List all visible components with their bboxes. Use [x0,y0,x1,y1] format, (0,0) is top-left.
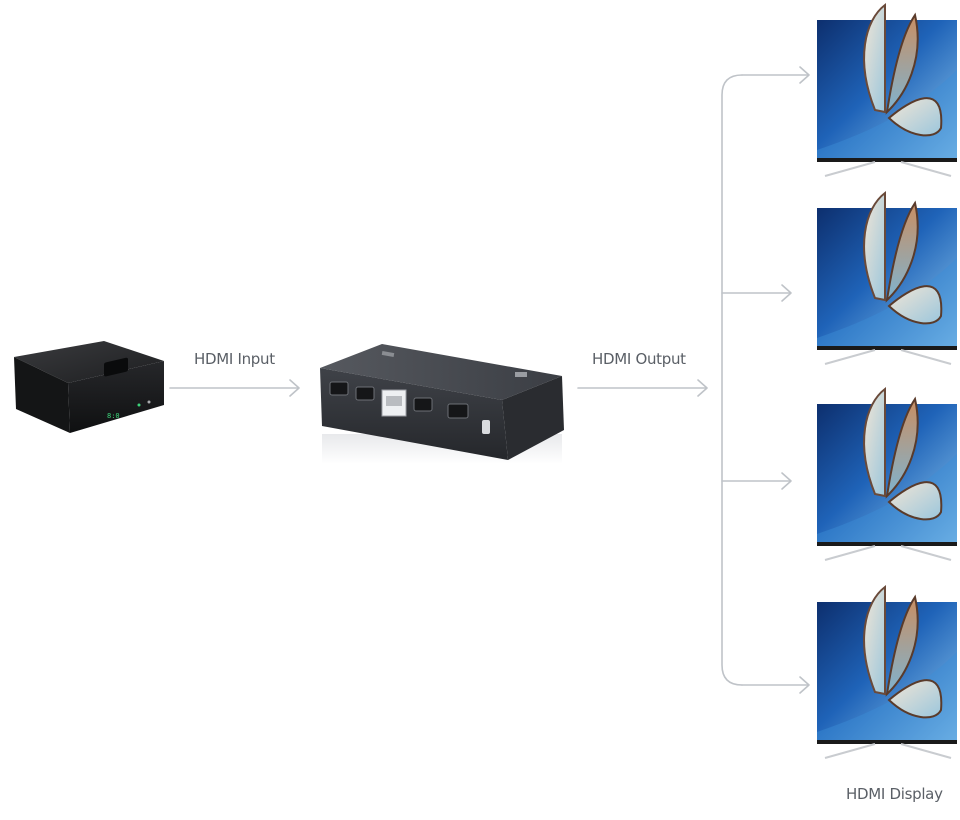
splitter-port-out-1 [329,381,349,396]
display-screen [817,602,957,742]
branch-arrow-4 [799,676,810,694]
display-screen [817,20,957,160]
splitter-port-out-4 [447,403,469,419]
butterfly-image [863,2,943,137]
output-label: HDMI Output [592,350,686,368]
source-led-dot [137,403,141,407]
hdmi-splitter-1x4 [320,344,564,464]
display-stand [824,743,952,759]
display-stand [824,545,952,561]
branch-arrow-3 [781,472,792,490]
branch-arrow-2 [781,284,792,302]
input-arrow-head [289,379,300,397]
display-bezel [817,740,957,744]
source-display-panel [104,357,128,377]
splitter-port-out-2 [355,386,375,401]
display-2 [817,190,957,365]
hdmi-source-box: 8:0 [14,341,164,433]
display-4 [817,584,957,759]
display-screen [817,208,957,348]
display-bezel [817,542,957,546]
input-label: HDMI Input [194,350,275,368]
splitter-power-port [482,420,490,434]
branch-bus [721,74,743,686]
butterfly-image [863,386,943,521]
display-screen [817,404,957,544]
branch-arrow-1 [799,66,810,84]
butterfly-image [863,584,943,719]
display-label: HDMI Display [846,785,943,803]
source-led-readout: 8:0 [107,412,120,420]
display-bezel [817,346,957,350]
output-arrow-head [697,379,708,397]
display-stand [824,349,952,365]
splitter-port-out-3 [413,397,433,412]
display-bezel [817,158,957,162]
display-3 [817,386,957,561]
display-stand [824,161,952,177]
display-1 [817,2,957,177]
butterfly-image [863,190,943,325]
